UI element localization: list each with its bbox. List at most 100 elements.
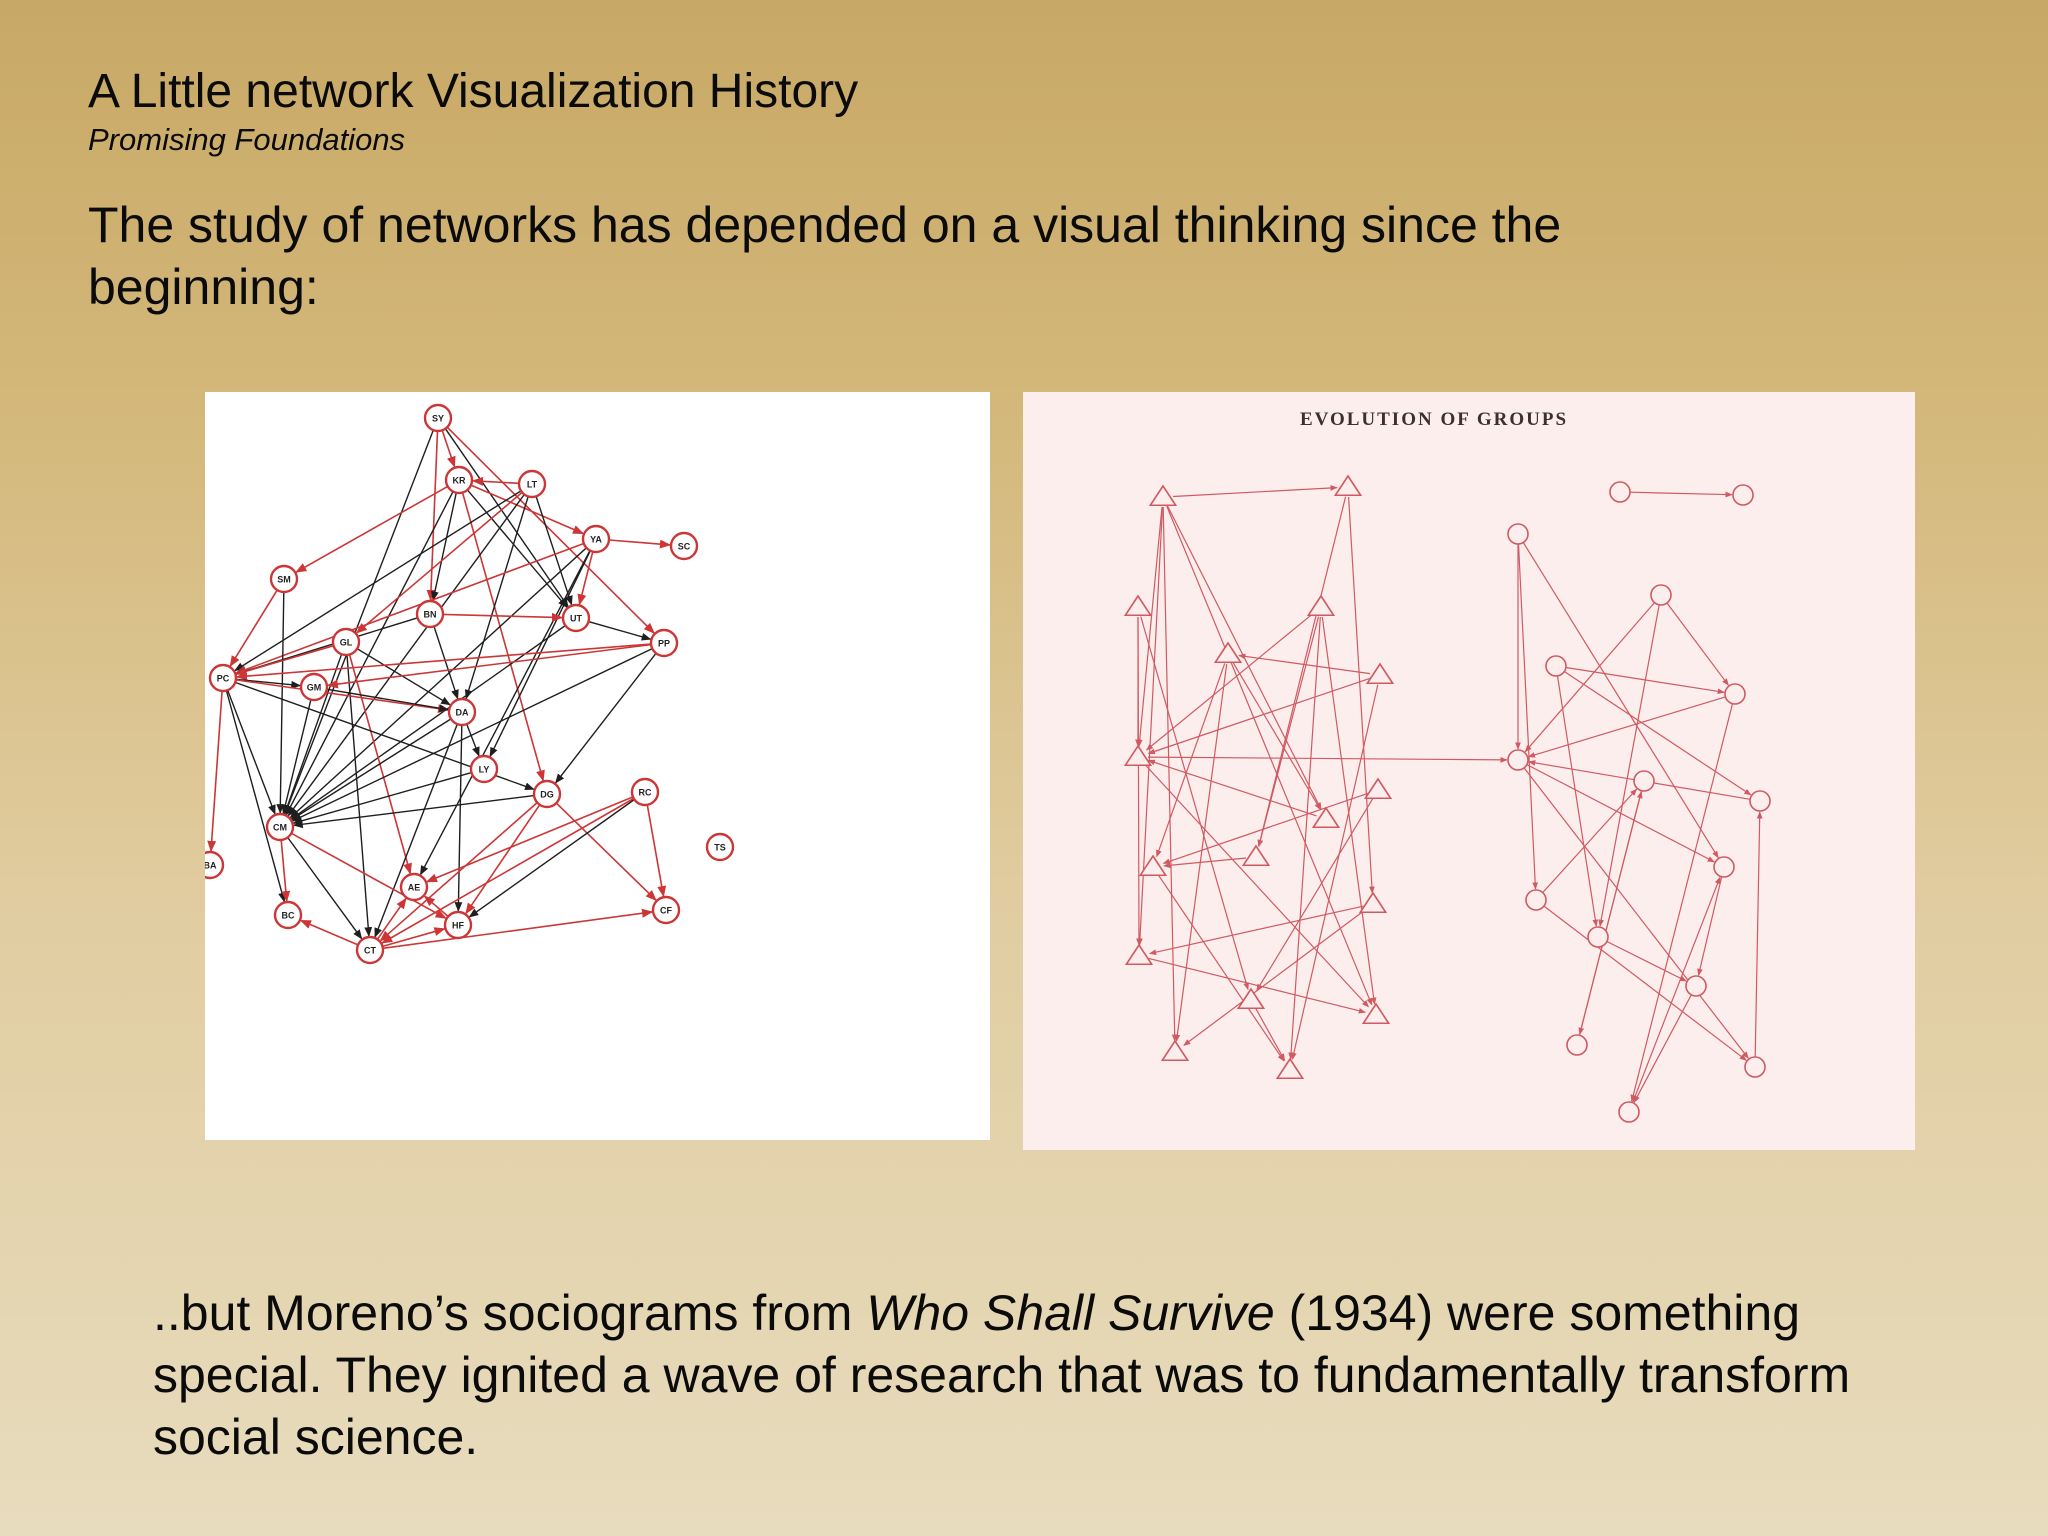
sociogram-edge (226, 689, 276, 815)
group-edge (1148, 905, 1364, 956)
group-edge (1606, 940, 1687, 982)
group-edge (1542, 788, 1638, 894)
group-edge (1148, 957, 1366, 1014)
sociogram-node-circle (517, 469, 547, 499)
group-edge (1291, 684, 1379, 1061)
sociogram-edge (346, 654, 373, 937)
sociogram-edge (382, 927, 446, 948)
group-edge (1144, 763, 1369, 1008)
sociogram-node-label: RC (639, 788, 652, 798)
triangle-node (1365, 662, 1395, 685)
sociogram-edge (535, 496, 573, 606)
sociogram-edge (431, 492, 457, 602)
group-edge (1147, 759, 1317, 817)
sociogram-node-label: CM (273, 823, 287, 833)
sociogram-node-sy: SY (423, 403, 453, 433)
sociogram-edge (554, 652, 657, 784)
sociogram-node-cf: CF (651, 895, 681, 925)
sociogram-edge (295, 485, 449, 573)
group-edge (1754, 811, 1763, 1058)
sociogram-node-cm: CM (265, 812, 295, 842)
group-edge (1543, 905, 1747, 1061)
sociogram-node-circle (447, 697, 477, 727)
sociogram-node-label: CT (364, 946, 376, 956)
sociogram-node-circle (532, 779, 562, 809)
circle-node (1685, 975, 1707, 997)
sociogram-node-label: SY (432, 414, 444, 424)
sociogram-edge (299, 919, 359, 946)
sociogram-edge (284, 429, 434, 815)
sociogram-edge (423, 895, 449, 918)
group-edge (1238, 653, 1371, 675)
sociogram-node-label: SM (277, 575, 291, 585)
sociogram-node-sm: SM (269, 564, 299, 594)
sociogram-edge (285, 491, 454, 816)
sociogram-node-ya: YA (581, 524, 611, 554)
sociogram-node-label: GM (307, 683, 322, 693)
sociogram-edge (291, 647, 653, 822)
triangle-node (1275, 1057, 1305, 1080)
group-edge (1137, 506, 1164, 946)
sociogram-edge (235, 542, 585, 674)
sociogram-edge (235, 679, 450, 714)
group-edge (1136, 616, 1142, 946)
triangle-node (1311, 806, 1341, 829)
triangle-node (1236, 987, 1266, 1010)
sociogram-edge (326, 643, 652, 689)
sociogram-edge (471, 476, 520, 486)
triangle-node (1363, 777, 1393, 800)
sociogram-node-circle (444, 465, 474, 495)
closing-text-prefix: ..but Moreno’s sociograms from (153, 1285, 867, 1341)
figure-heading: EVOLUTION OF GROUPS (1300, 409, 1568, 430)
sociogram-edge (287, 837, 363, 940)
sociogram-edge (588, 620, 652, 641)
sociogram-node-label: YA (590, 535, 602, 545)
sociogram-node-circle (208, 663, 238, 693)
sociogram-node-label: BN (424, 610, 437, 620)
sociogram-node-circle (651, 895, 681, 925)
sociogram-node-circle (273, 900, 303, 930)
sociogram-edge (468, 798, 635, 918)
circle-node (1525, 889, 1547, 911)
triangle-node (1138, 854, 1168, 877)
group-edge (1158, 874, 1285, 1062)
circle-node (1566, 1034, 1588, 1056)
sociogram-node-circle (469, 754, 499, 784)
circle-node (1587, 926, 1609, 948)
sociogram-node-pp: PP (649, 628, 679, 658)
group-edge (1697, 876, 1723, 977)
sociogram-node-label: GL (340, 638, 353, 648)
sociogram-node-circle (205, 850, 225, 880)
group-edge (1288, 616, 1321, 1060)
sociogram-node-label: CF (660, 906, 672, 916)
sociogram-edge (292, 771, 472, 825)
sociogram-edge (289, 547, 587, 819)
intro-text: The study of networks has depended on a … (88, 197, 1562, 315)
group-edge (1598, 604, 1660, 927)
closing-text-suffix: (1934) were something special. They igni… (153, 1285, 1851, 1465)
sociogram-node-ly: LY (469, 754, 499, 784)
sociogram-node-label: BA (205, 861, 217, 871)
group-edge (1140, 616, 1249, 991)
triangle-node (1333, 474, 1363, 497)
sociogram-node-circle (561, 603, 591, 633)
sociogram-edge (379, 801, 538, 942)
sociogram-node-label: LY (479, 765, 490, 775)
sociogram-edge (470, 484, 585, 535)
sociogram-node-ba: BA (205, 850, 225, 880)
sociogram-edge (276, 591, 285, 814)
sociogram-edge (280, 839, 291, 903)
circle-node (1713, 856, 1735, 878)
group-edge (1147, 756, 1508, 763)
sociogram-node-bc: BC (273, 900, 303, 930)
triangle-node (1123, 594, 1153, 617)
triangle-node (1123, 744, 1153, 767)
sociogram-node-circle (355, 935, 385, 965)
sociogram-edge (466, 723, 480, 757)
group-edge (1172, 485, 1338, 498)
circle-node (1650, 584, 1672, 606)
circle-node (1724, 683, 1746, 705)
sociogram-node-circle (399, 872, 429, 902)
sociogram-node-ct: CT (355, 935, 385, 965)
